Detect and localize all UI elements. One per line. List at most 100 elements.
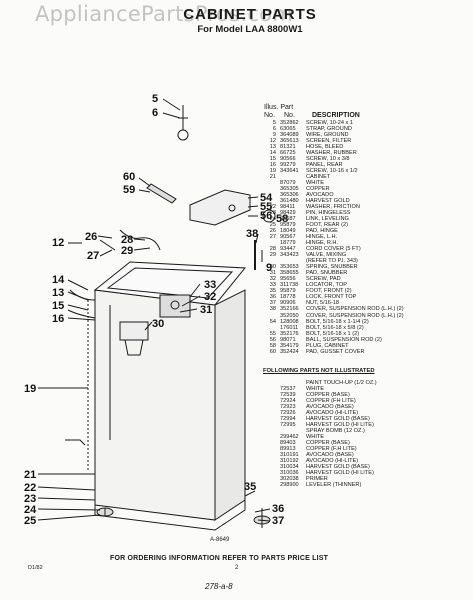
part-description: WHITE xyxy=(306,386,325,393)
part-number: 343641 xyxy=(280,168,299,175)
part-description: BOLT, 5/16-18 x 5/8 (2) xyxy=(306,324,364,331)
part-number: 95656 xyxy=(280,276,296,283)
part-number: 63065 xyxy=(280,126,296,133)
part-description: HINGE, L.H. xyxy=(306,234,338,241)
table-row: (REFER TO P.I. 343) xyxy=(261,258,471,264)
illus-number xyxy=(261,482,280,488)
illus-number: 29 xyxy=(269,252,276,259)
part-description: WHITE xyxy=(306,180,325,187)
callout-24: 24 xyxy=(24,504,37,516)
part-number: 95879 xyxy=(280,288,296,295)
callout-19: 19 xyxy=(24,383,36,395)
part-number: 352166 xyxy=(280,306,299,313)
table-header-description: DESCRIPTION xyxy=(312,112,360,119)
part-number: 364089 xyxy=(280,132,299,139)
part-description: LOCATOR, TOP xyxy=(306,282,347,289)
cabinet-base xyxy=(94,500,246,531)
illus-number: 9 xyxy=(272,132,276,139)
page-subtitle: For Model LAA 8800W1 xyxy=(197,24,303,35)
illus-number: 56 xyxy=(269,336,276,343)
illus-number: 12 xyxy=(269,138,276,145)
part-number: 72995 xyxy=(280,422,296,429)
bracket-assembly xyxy=(189,189,251,226)
illus-number: 54 xyxy=(269,318,276,325)
part-number: 352176 xyxy=(280,330,299,337)
part-number: 98071 xyxy=(280,336,296,343)
callout-25: 25 xyxy=(24,515,36,527)
part-description: STRAP, GROUND xyxy=(306,126,352,133)
callout-31: 31 xyxy=(200,304,212,316)
illus-number: 25 xyxy=(269,222,276,229)
callout-35: 35 xyxy=(244,481,256,493)
callout-29: 29 xyxy=(121,245,133,257)
illus-number: 60 xyxy=(269,348,276,355)
callout-37: 37 xyxy=(272,515,284,527)
callout-32: 32 xyxy=(204,291,216,303)
part-description: BOLT, 5/16-18 x 1-1/4 (2) xyxy=(306,318,369,325)
part-number: 98411 xyxy=(280,204,296,211)
illus-number: 55 xyxy=(269,330,276,337)
part-description: FOOT, FRONT (2) xyxy=(306,288,352,295)
illus-number: 13 xyxy=(269,144,276,151)
callout-14: 14 xyxy=(52,274,65,286)
cabinet-side-panel xyxy=(214,289,246,521)
part-description: WASHER, RUBBER xyxy=(306,150,357,157)
part-number: 66725 xyxy=(280,150,296,157)
cabinet-plug xyxy=(262,209,276,223)
part-number: 310191 xyxy=(280,452,299,459)
document-code: D1/82 xyxy=(28,565,43,571)
part-number: 18778 xyxy=(280,294,296,301)
callout-55: 55 xyxy=(260,201,272,213)
part-description: AVOCADO (BASE) xyxy=(306,404,354,411)
part-description: BALL, SUSPENSION ROD (2) xyxy=(306,336,382,343)
illus-number: 38 xyxy=(269,306,276,313)
part-description: HARVEST GOLD xyxy=(306,198,350,205)
part-description: WHITE xyxy=(306,434,325,441)
watermark: AppliancePartsPros.com xyxy=(35,2,294,26)
part-description: COPPER (FH LITE) xyxy=(306,398,356,405)
illus-number: 22 xyxy=(269,204,276,211)
part-description: SCREW, 10-16 x 1/2 xyxy=(306,168,358,175)
part-number: 89913 xyxy=(280,446,296,453)
callout-58: 58 xyxy=(276,213,288,225)
illus-number: 15 xyxy=(269,156,276,163)
part-number: 72537 xyxy=(280,386,296,393)
illus-number: 6 xyxy=(272,126,276,133)
part-number: 365306 xyxy=(280,192,299,199)
table-row: PAINT TOUCH-UP (1/2 OZ.) xyxy=(261,380,471,386)
part-number: 72539 xyxy=(280,392,296,399)
callout-30: 30 xyxy=(152,318,164,330)
part-number: 98429 xyxy=(280,210,296,217)
part-description: SCREEN, FILTER xyxy=(306,138,352,145)
callout-23: 23 xyxy=(24,493,36,505)
illus-number: 14 xyxy=(269,150,276,157)
part-description: PIN, HINGELESS xyxy=(306,210,351,217)
part-number: 353653 xyxy=(280,264,299,271)
callout-5: 5 xyxy=(152,93,158,105)
callout-6: 6 xyxy=(152,107,158,119)
illus-number: 30 xyxy=(269,264,276,271)
part-number: 99279 xyxy=(280,162,296,169)
